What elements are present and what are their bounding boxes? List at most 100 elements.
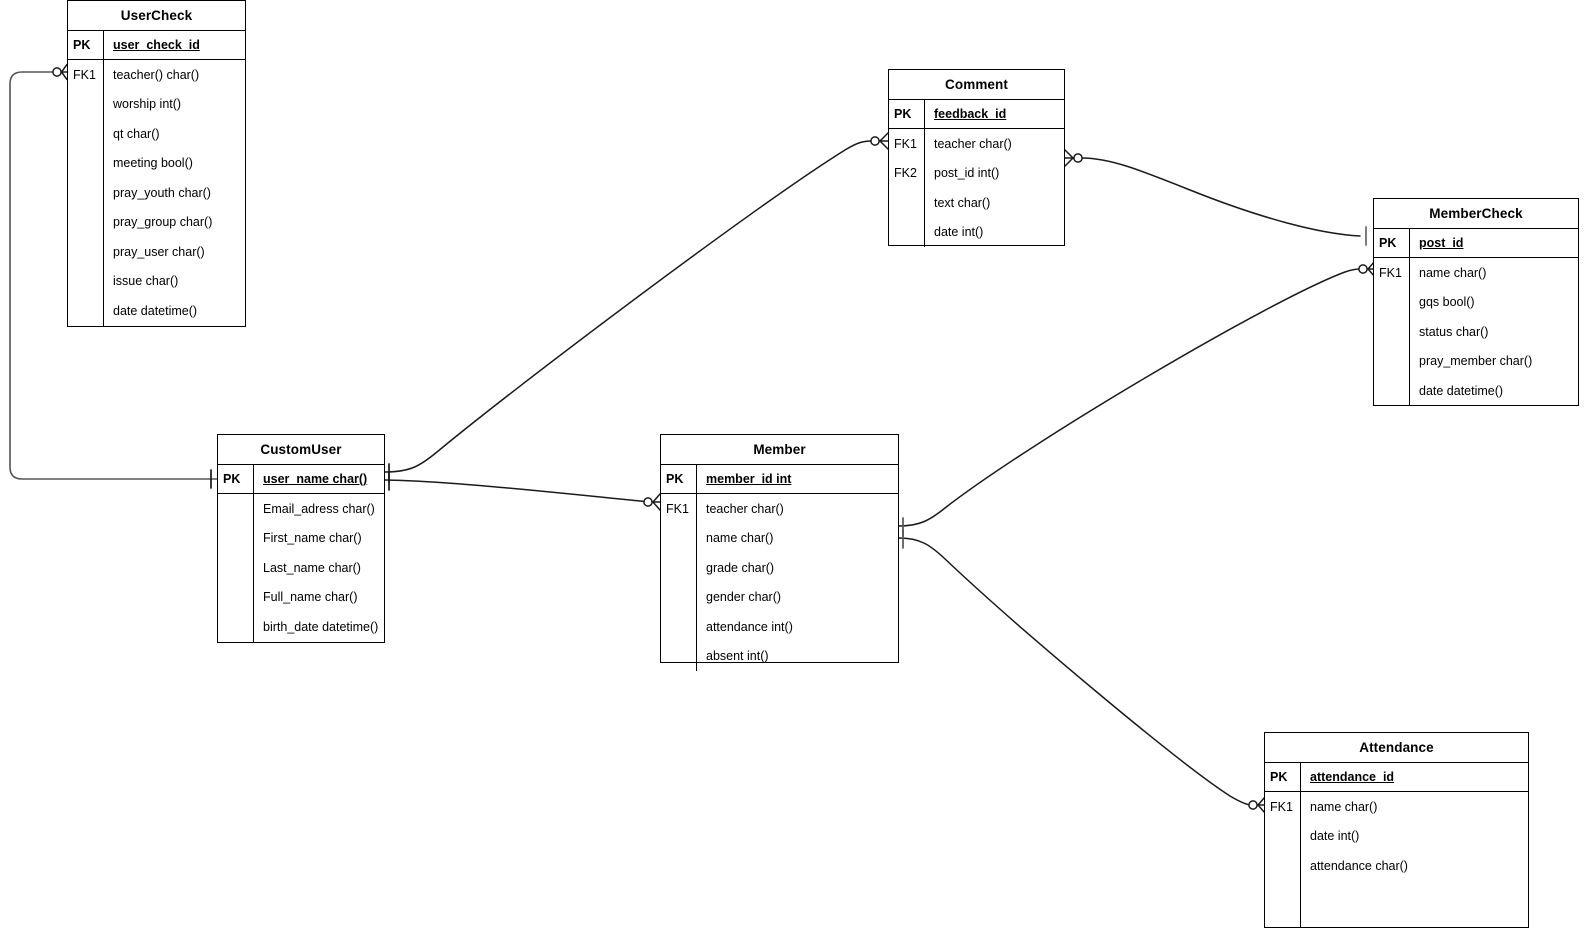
attribute-name: text char(): [934, 195, 991, 210]
attribute-key: [68, 178, 104, 208]
attribute-name: absent int(): [706, 649, 769, 664]
attribute-row: Last_name char(): [218, 553, 384, 583]
attribute-key: [889, 188, 925, 218]
entity-filler: [68, 325, 245, 327]
attribute-key: [661, 612, 697, 642]
attribute-key: [68, 266, 104, 296]
attribute-name: issue char(): [113, 274, 179, 289]
attribute-key: FK1: [889, 129, 925, 159]
entity-filler-body: [104, 326, 245, 327]
entity-filler-body: [1301, 881, 1528, 928]
attribute-name: attendance int(): [706, 619, 793, 634]
entity-attribute-list: Email_adress char() First_name char() La…: [218, 494, 384, 642]
entity-customuser[interactable]: CustomUser PK user_name char() Email_adr…: [217, 434, 385, 643]
attribute-key: [661, 523, 697, 553]
attribute-row: date int(): [889, 217, 1064, 247]
attribute-row: FK1 teacher() char(): [68, 60, 245, 90]
entity-pk-row: PK user_name char(): [218, 465, 384, 494]
attribute-key: [68, 119, 104, 149]
entity-usercheck[interactable]: UserCheck PK user_check_id FK1 teacher()…: [67, 0, 246, 327]
entity-attribute-list: FK1 name char() gqs bool() status char()…: [1374, 258, 1578, 406]
attribute-key: FK2: [889, 158, 925, 188]
attribute-name: Last_name char(): [263, 560, 361, 575]
attribute-name: pray_user char(): [113, 244, 205, 259]
attribute-name: gender char(): [706, 590, 782, 605]
attribute-row: FK1 name char(): [1265, 792, 1528, 822]
pk-key-label: PK: [889, 100, 925, 128]
attribute-name: pray_member char(): [1419, 354, 1533, 369]
attribute-row: text char(): [889, 188, 1064, 218]
attribute-row: Full_name char(): [218, 582, 384, 612]
entity-attendance[interactable]: Attendance PK attendance_id FK1 name cha…: [1264, 732, 1529, 928]
attribute-row: birth_date datetime(): [218, 612, 384, 642]
connector-member-attendance: [898, 529, 1266, 814]
attribute-name: grade char(): [706, 560, 775, 575]
attribute-name: pray_group char(): [113, 215, 213, 230]
attribute-name: name char(): [1419, 265, 1487, 280]
attribute-name: Full_name char(): [263, 590, 358, 605]
attribute-name: teacher char(): [706, 501, 784, 516]
attribute-row: pray_user char(): [68, 237, 245, 267]
attribute-key: [218, 553, 254, 583]
attribute-name: date datetime(): [113, 303, 198, 318]
pk-key-label: PK: [1374, 229, 1410, 257]
pk-attr-label: attendance_id: [1310, 770, 1395, 784]
entity-title-member: Member: [661, 435, 898, 465]
attribute-name: Email_adress char(): [263, 501, 375, 516]
attribute-name: birth_date datetime(): [263, 619, 379, 634]
attribute-row: pray_youth char(): [68, 178, 245, 208]
attribute-key: [1374, 287, 1410, 317]
pk-attr-label: user_name char(): [263, 472, 368, 486]
entity-attribute-list: FK1 teacher char() name char() grade cha…: [661, 494, 898, 671]
attribute-key: [218, 523, 254, 553]
attribute-name: attendance char(): [1310, 858, 1408, 873]
attribute-key: [68, 148, 104, 178]
attribute-name: teacher() char(): [113, 67, 200, 82]
entity-filler-key: [218, 641, 254, 642]
attribute-key: [1374, 346, 1410, 376]
attribute-row: qt char(): [68, 119, 245, 149]
attribute-row: Email_adress char(): [218, 494, 384, 524]
attribute-key: FK1: [68, 60, 104, 90]
attribute-row: absent int(): [661, 641, 898, 671]
pk-attr-label: post_id: [1419, 236, 1464, 250]
entity-comment[interactable]: Comment PK feedback_id FK1 teacher char(…: [888, 69, 1065, 247]
entity-title-usercheck: UserCheck: [68, 1, 245, 31]
attribute-row: name char(): [661, 523, 898, 553]
attribute-row: attendance char(): [1265, 851, 1528, 881]
connector-member-membercheck: [898, 260, 1376, 537]
attribute-row: status char(): [1374, 317, 1578, 347]
attribute-key: [68, 237, 104, 267]
attribute-row: gender char(): [661, 582, 898, 612]
attribute-key: [661, 641, 697, 671]
connector-comment-membercheck: [1064, 149, 1367, 246]
entity-attribute-list: FK1 teacher char() FK2 post_id int() tex…: [889, 129, 1064, 247]
pk-key-label: PK: [68, 31, 104, 59]
entity-filler-key: [68, 325, 104, 326]
attribute-row: FK2 post_id int(): [889, 158, 1064, 188]
attribute-row: issue char(): [68, 266, 245, 296]
attribute-key: [1265, 851, 1301, 881]
attribute-key: [661, 553, 697, 583]
entity-title-customuser: CustomUser: [218, 435, 384, 465]
attribute-name: date int(): [934, 225, 984, 240]
entity-membercheck[interactable]: MemberCheck PK post_id FK1 name char() g…: [1373, 198, 1579, 406]
entity-title-attendance: Attendance: [1265, 733, 1528, 763]
pk-key-label: PK: [1265, 763, 1301, 791]
attribute-row: worship int(): [68, 89, 245, 119]
entity-filler: [218, 641, 384, 642]
attribute-name: First_name char(): [263, 531, 362, 546]
entity-member[interactable]: Member PK member_id int FK1 teacher char…: [660, 434, 899, 671]
attribute-name: worship int(): [113, 97, 182, 112]
attribute-name: gqs bool(): [1419, 295, 1475, 310]
entity-pk-row: PK feedback_id: [889, 100, 1064, 129]
attribute-row: grade char(): [661, 553, 898, 583]
entity-pk-row: PK member_id int: [661, 465, 898, 494]
attribute-name: teacher char(): [934, 136, 1012, 151]
entity-pk-row: PK user_check_id: [68, 31, 245, 60]
entity-filler-key: [1265, 880, 1301, 927]
entity-attribute-list: FK1 teacher() char() worship int() qt ch…: [68, 60, 245, 326]
attribute-name: date int(): [1310, 829, 1360, 844]
attribute-name: pray_youth char(): [113, 185, 211, 200]
pk-attr-label: user_check_id: [113, 38, 200, 52]
